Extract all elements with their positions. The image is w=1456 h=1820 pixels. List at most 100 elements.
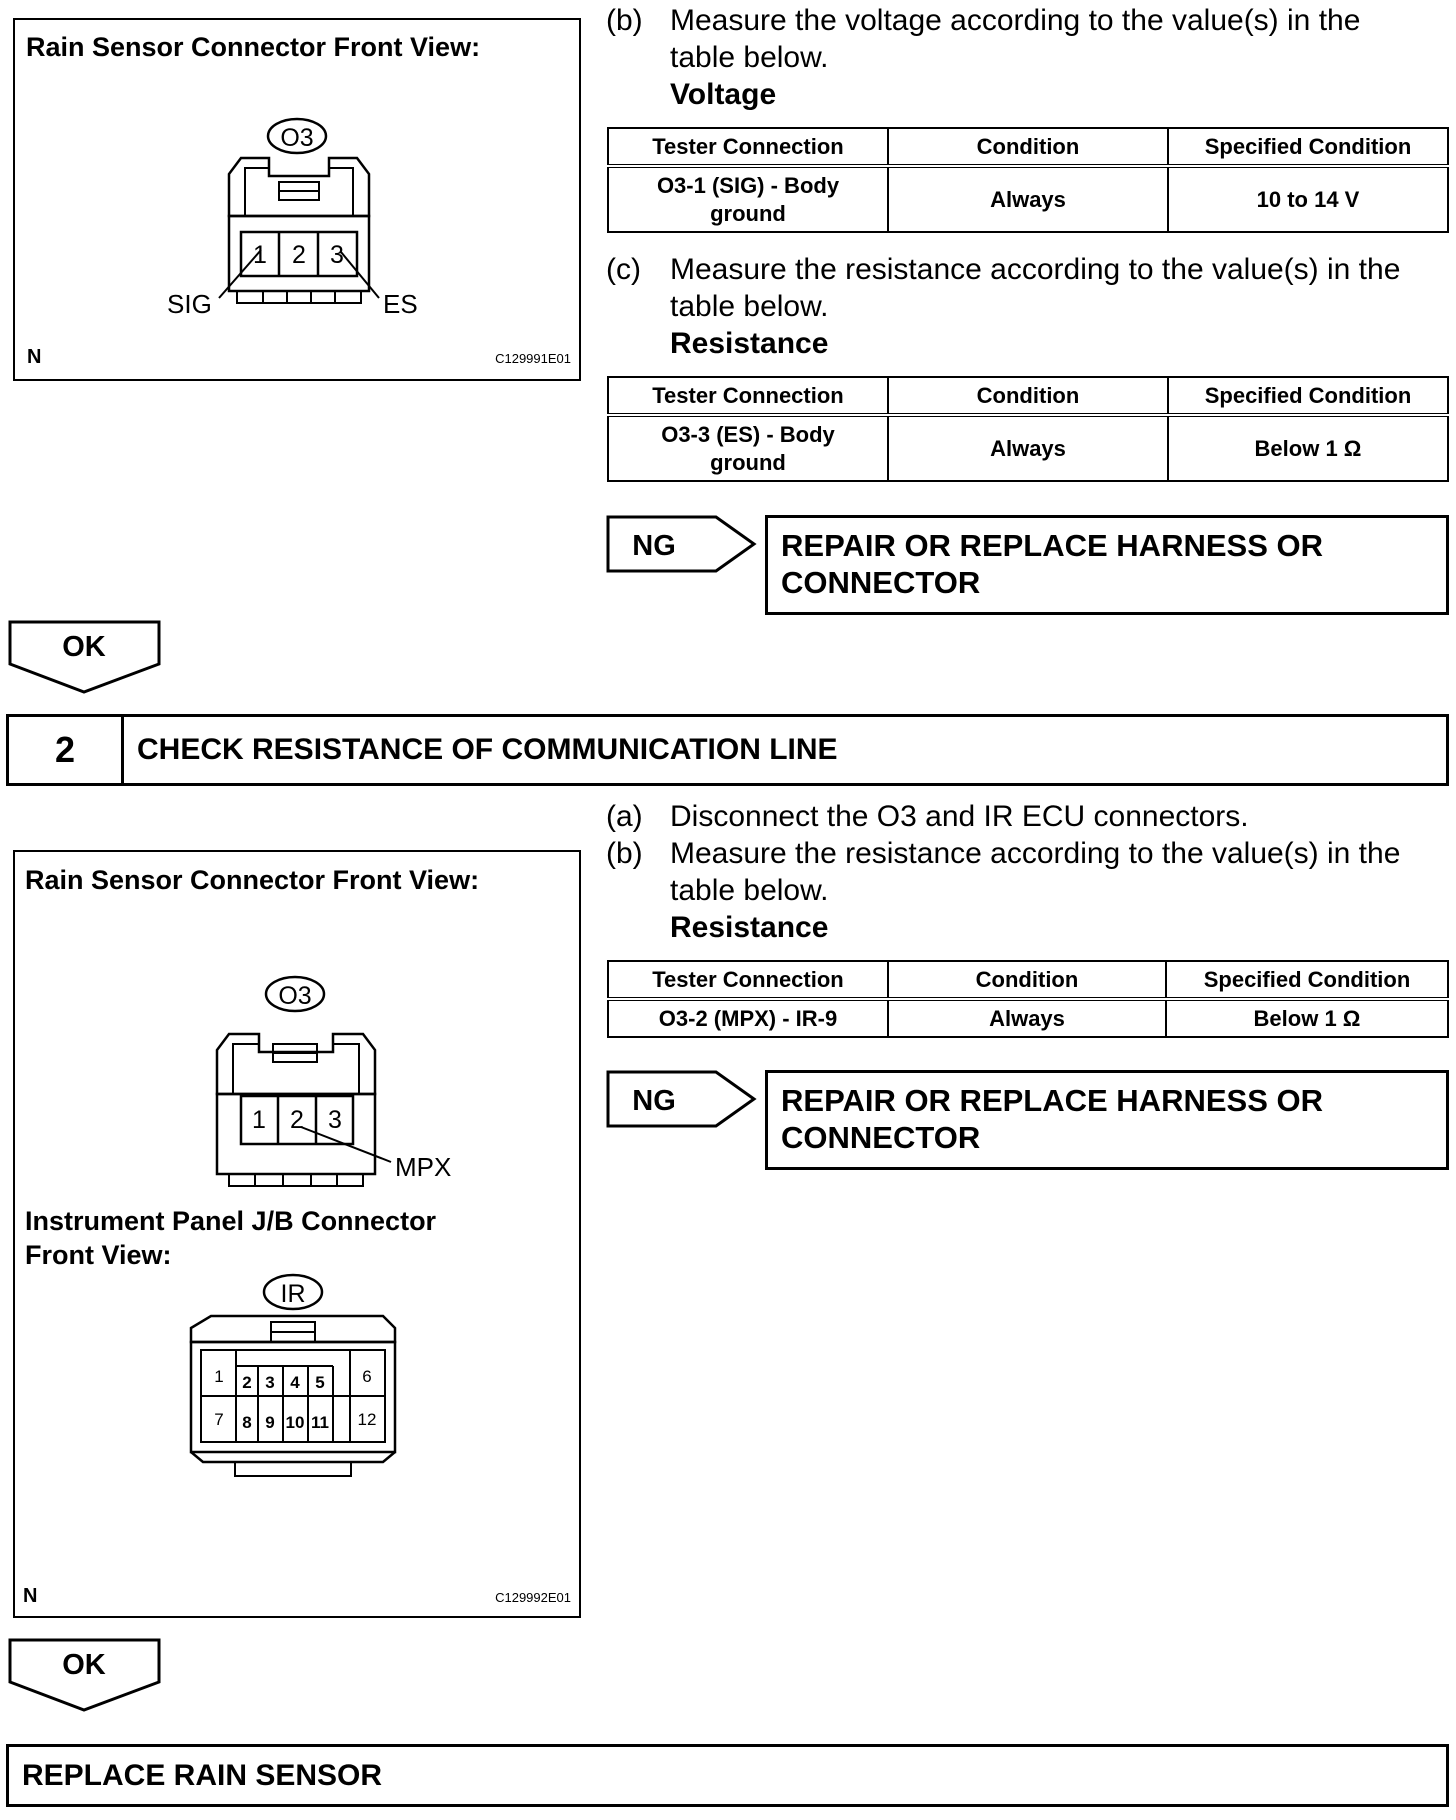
pin-1: 1 bbox=[253, 241, 267, 269]
header-specified-condition: Specified Condition bbox=[1167, 376, 1449, 417]
header-tester-connection: Tester Connection bbox=[607, 127, 889, 168]
result-line1: REPAIR OR REPLACE HARNESS OR bbox=[781, 1083, 1323, 1118]
figure-title: Rain Sensor Connector Front View: bbox=[25, 865, 480, 895]
step-b-voltage: (b) Measure the voltage according to the… bbox=[606, 3, 1446, 113]
cell-specified-condition: 10 to 14 V bbox=[1167, 165, 1449, 233]
header-condition: Condition bbox=[887, 127, 1169, 168]
jb-pin: 7 bbox=[214, 1410, 223, 1429]
step-text-line2: table below. bbox=[670, 41, 829, 74]
voltage-table: Tester Connection Condition Specified Co… bbox=[607, 127, 1449, 233]
final-action-box: REPLACE RAIN SENSOR bbox=[6, 1744, 1449, 1807]
ng-label: NG bbox=[632, 530, 676, 562]
header-specified-condition: Specified Condition bbox=[1165, 960, 1449, 1001]
jb-pin: 5 bbox=[315, 1373, 324, 1392]
step-text-line1: Measure the resistance according to the … bbox=[670, 253, 1401, 286]
jb-pin: 6 bbox=[362, 1367, 371, 1386]
section-number: 2 bbox=[9, 717, 124, 783]
header-tester-connection: Tester Connection bbox=[607, 960, 889, 1001]
header-tester-connection: Tester Connection bbox=[607, 376, 889, 417]
section-2-header: 2 CHECK RESISTANCE OF COMMUNICATION LINE bbox=[6, 714, 1449, 786]
label-sig: SIG bbox=[167, 289, 212, 319]
final-action-title: REPLACE RAIN SENSOR bbox=[22, 1758, 383, 1792]
step-text-line1: Measure the voltage according to the val… bbox=[670, 4, 1361, 37]
result-line1: REPAIR OR REPLACE HARNESS OR bbox=[781, 528, 1323, 563]
connector-drawings: O3 1 2 3 MPX Instrument Panel J/B Connec… bbox=[25, 975, 451, 1477]
ok-label: OK bbox=[62, 631, 106, 663]
jb-pin: 4 bbox=[290, 1373, 300, 1392]
step-b-resistance: (b) Measure the resistance according to … bbox=[606, 836, 1446, 946]
step-text-line2: table below. bbox=[670, 874, 829, 907]
step-c-resistance: (c) Measure the resistance according to … bbox=[606, 252, 1446, 362]
cell-condition: Always bbox=[887, 165, 1169, 233]
step-label: (b) bbox=[606, 4, 643, 37]
ok-arrow-tab: OK bbox=[8, 620, 161, 694]
step-a-disconnect: (a) Disconnect the O3 and IR ECU connect… bbox=[606, 799, 1446, 839]
step-subheading: Resistance bbox=[670, 911, 829, 944]
step-text-line2: table below. bbox=[670, 290, 829, 323]
ng-arrow-tab: NG bbox=[606, 1070, 757, 1128]
pin-3: 3 bbox=[328, 1106, 342, 1134]
header-specified-condition: Specified Condition bbox=[1167, 127, 1449, 168]
jb-pin: 2 bbox=[242, 1373, 251, 1392]
section-title: CHECK RESISTANCE OF COMMUNICATION LINE bbox=[137, 733, 838, 766]
jb-pin: 3 bbox=[265, 1373, 274, 1392]
jb-pin: 10 bbox=[286, 1413, 305, 1432]
pin-2: 2 bbox=[290, 1106, 304, 1134]
corner-n: N bbox=[27, 346, 42, 368]
cell-condition: Always bbox=[887, 414, 1169, 482]
result-line2: CONNECTOR bbox=[781, 1120, 981, 1155]
cell-tester-connection: O3-2 (MPX) - IR-9 bbox=[607, 998, 889, 1038]
figure-title: Rain Sensor Connector Front View: bbox=[26, 32, 481, 62]
pin-1: 1 bbox=[252, 1106, 266, 1134]
figure-rain-sensor-connector-1: Rain Sensor Connector Front View: O3 1 2… bbox=[13, 18, 581, 381]
ok-arrow-tab: OK bbox=[8, 1638, 161, 1712]
ng-result-box: REPAIR OR REPLACE HARNESS OR CONNECTOR bbox=[765, 515, 1449, 615]
step-label: (b) bbox=[606, 837, 643, 870]
label-es: ES bbox=[383, 289, 418, 319]
header-condition: Condition bbox=[887, 376, 1169, 417]
jb-pin: 9 bbox=[265, 1413, 274, 1432]
pin-3: 3 bbox=[330, 241, 344, 269]
ng-label: NG bbox=[632, 1085, 676, 1117]
label-mpx: MPX bbox=[395, 1152, 451, 1182]
step-subheading: Resistance bbox=[670, 327, 829, 360]
jb-title-line2: Front View: bbox=[25, 1240, 172, 1270]
jb-title-line1: Instrument Panel J/B Connector bbox=[25, 1206, 437, 1236]
connector-id-label: O3 bbox=[278, 982, 311, 1010]
step-label: (a) bbox=[606, 800, 643, 833]
jb-pin: 12 bbox=[358, 1410, 377, 1429]
pin-2: 2 bbox=[292, 241, 306, 269]
step-label: (c) bbox=[606, 253, 641, 286]
header-condition: Condition bbox=[887, 960, 1167, 1001]
table-header-row: Tester Connection Condition Specified Co… bbox=[607, 960, 1449, 1001]
ng-arrow-tab: NG bbox=[606, 515, 757, 573]
figure-code: C129992E01 bbox=[495, 1590, 571, 1605]
table-header-row: Tester Connection Condition Specified Co… bbox=[607, 127, 1449, 168]
ng-result-box: REPAIR OR REPLACE HARNESS OR CONNECTOR bbox=[765, 1070, 1449, 1170]
result-line2: CONNECTOR bbox=[781, 565, 981, 600]
figure-rain-sensor-and-jb-connector: Rain Sensor Connector Front View: O3 1 2… bbox=[13, 850, 581, 1618]
cell-specified-condition: Below 1 Ω bbox=[1167, 414, 1449, 482]
ok-label: OK bbox=[62, 1649, 106, 1681]
cell-condition: Always bbox=[887, 998, 1167, 1038]
cell-specified-condition: Below 1 Ω bbox=[1165, 998, 1449, 1038]
table-header-row: Tester Connection Condition Specified Co… bbox=[607, 376, 1449, 417]
rain-sensor-connector-drawing: O3 1 2 3 SIG ES bbox=[167, 117, 418, 319]
figure-code: C129991E01 bbox=[495, 351, 571, 366]
corner-n: N bbox=[23, 1585, 38, 1607]
jb-pin: 1 bbox=[214, 1367, 223, 1386]
jb-connector-id-label: IR bbox=[281, 1280, 306, 1308]
connector-id-label: O3 bbox=[280, 124, 313, 152]
jb-pin: 8 bbox=[242, 1413, 251, 1432]
table-row: O3-2 (MPX) - IR-9 Always Below 1 Ω bbox=[607, 998, 1449, 1038]
step-text: Disconnect the O3 and IR ECU connectors. bbox=[670, 800, 1249, 833]
resistance-table-1: Tester Connection Condition Specified Co… bbox=[607, 376, 1449, 482]
step-text-line1: Measure the resistance according to the … bbox=[670, 837, 1401, 870]
step-subheading: Voltage bbox=[670, 78, 777, 111]
jb-pin: 11 bbox=[311, 1413, 329, 1432]
resistance-table-2: Tester Connection Condition Specified Co… bbox=[607, 960, 1449, 1038]
